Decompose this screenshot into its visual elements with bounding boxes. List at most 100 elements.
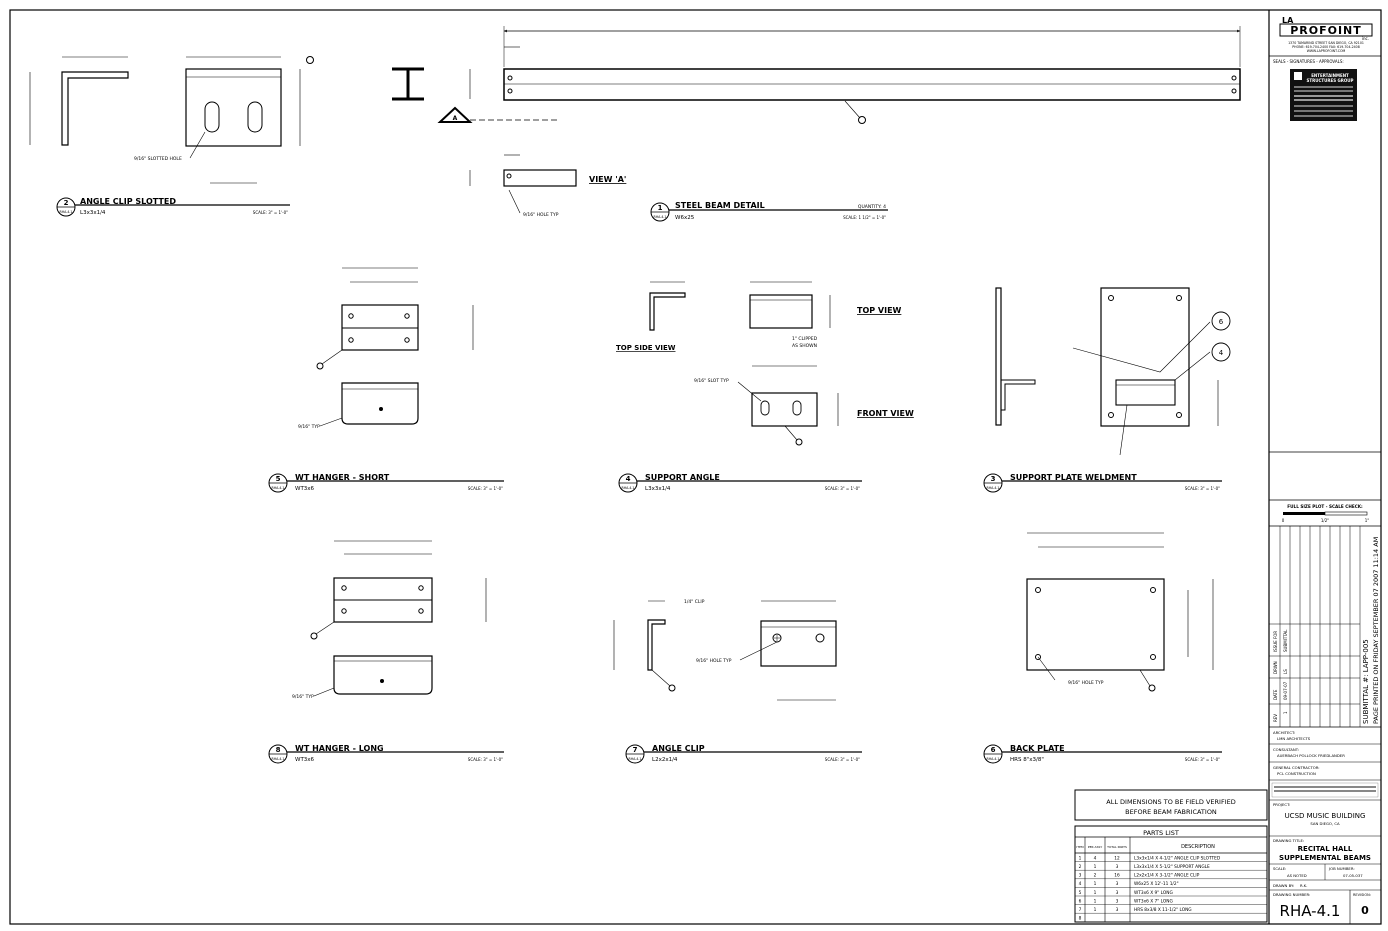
svg-text:ITEM: ITEM — [1076, 845, 1084, 849]
svg-text:SCALE: 3" = 1'-0": SCALE: 3" = 1'-0" — [1185, 757, 1220, 762]
svg-text:RHA-4.1: RHA-4.1 — [60, 210, 73, 214]
svg-text:RHA-4.1: RHA-4.1 — [987, 486, 1000, 490]
parts-row-total: 3 — [1116, 907, 1119, 913]
svg-text:SCALE: 3" = 1'-0": SCALE: 3" = 1'-0" — [468, 757, 503, 762]
parts-row-total: 12 — [1114, 855, 1120, 861]
svg-text:PER ASSY: PER ASSY — [1088, 845, 1103, 849]
parts-row-item: 6 — [1079, 898, 1082, 904]
svg-text:GENERAL CONTRACTOR:: GENERAL CONTRACTOR: — [1273, 765, 1320, 770]
svg-text:09-07-07: 09-07-07 — [1283, 681, 1288, 700]
svg-text:WT3x6: WT3x6 — [295, 757, 315, 763]
detail-7-title: ANGLE CLIP — [652, 744, 705, 753]
detail-6-number: 6 — [991, 746, 996, 754]
svg-text:RHA-4.1: RHA-4.1 — [272, 757, 285, 761]
parts-list-rows: 1 4 12 L3x3x1/4 X 4-1/2" ANGLE CLIP SLOTTED… — [1075, 855, 1267, 922]
detail-6-title: BACK PLATE — [1010, 744, 1065, 753]
drawing-title-line-1: RECITAL HALL — [1298, 845, 1353, 853]
top-side-view-drawing — [649, 292, 686, 331]
engineering-stamp: ENTERTAINMENT STRUCTURES GROUP — [1290, 69, 1357, 121]
detail-4-support-angle: TOP SIDE VIEW TOP VIEW 1" CLIPPED AS SHO… — [616, 281, 914, 493]
svg-text:9/16" HOLE TYP: 9/16" HOLE TYP — [1068, 680, 1104, 686]
clip-profile — [647, 619, 666, 671]
back-plate-drawing — [1026, 578, 1165, 671]
detail-7-number: 7 — [633, 746, 638, 754]
svg-text:DRAWING NUMBER:: DRAWING NUMBER: — [1273, 892, 1310, 897]
i-beam-section-icon — [392, 67, 424, 101]
svg-text:SCALE: 1 1/2" = 1'-0": SCALE: 1 1/2" = 1'-0" — [843, 215, 886, 220]
parts-row-description: L3x3x1/4 X 4-1/2" ANGLE CLIP SLOTTED — [1134, 855, 1221, 861]
svg-text:DRAWN BY:: DRAWN BY: — [1273, 883, 1294, 888]
svg-text:ISSUE FOR: ISSUE FOR — [1273, 631, 1278, 652]
svg-text:9/16" TYP: 9/16" TYP — [298, 424, 320, 430]
svg-text:SCALE: 3" = 1'-0": SCALE: 3" = 1'-0" — [1185, 486, 1220, 491]
svg-text:PROFOINT: PROFOINT — [1290, 24, 1362, 37]
company-logo: LA PROFOINT inc. — [1279, 16, 1373, 41]
angle-face — [185, 68, 282, 147]
svg-text:AUERBACH POLLOCK FRIEDLANDER: AUERBACH POLLOCK FRIEDLANDER — [1277, 753, 1345, 758]
svg-text:1370 TAMARIND STREET SAN DIEG: 1370 TAMARIND STREET SAN DIEGO, CA 92101 — [1288, 41, 1364, 45]
view-a-drawing — [503, 169, 577, 187]
svg-text:SUBMITTAL: SUBMITTAL — [1283, 629, 1288, 652]
svg-text:SCALE: 3" = 1'-0": SCALE: 3" = 1'-0" — [253, 210, 288, 215]
svg-text:SCALE: 3" = 1'-0": SCALE: 3" = 1'-0" — [825, 486, 860, 491]
hanger-profile — [333, 655, 433, 695]
title-block: LA PROFOINT inc. 1370 TAMARIND STREET SA… — [1269, 16, 1381, 924]
detail-7-angle-clip: 1/4" CLIP 9/16" HOLE TYP 7 RHA-4.1 ANGLE… — [613, 599, 862, 764]
svg-text:9/16" HOLE TYP: 9/16" HOLE TYP — [696, 658, 732, 664]
svg-text:SCALE: 3" = 1'-0": SCALE: 3" = 1'-0" — [825, 757, 860, 762]
svg-text:QUANTITY: 4: QUANTITY: 4 — [858, 204, 886, 210]
svg-text:DRAWING TITLE:: DRAWING TITLE: — [1273, 838, 1304, 843]
svg-text:9/16" HOLE TYP: 9/16" HOLE TYP — [523, 212, 559, 218]
field-verify-note: ALL DIMENSIONS TO BE FIELD VERIFIED BEFO… — [1074, 789, 1268, 821]
svg-text:FULL SIZE PLOT - SCALE CHECK:: FULL SIZE PLOT - SCALE CHECK: — [1287, 504, 1363, 509]
svg-text:HRS 8"x3/8": HRS 8"x3/8" — [1010, 757, 1044, 763]
parts-row-total: 3 — [1116, 890, 1119, 896]
parts-row-total: 3 — [1116, 881, 1119, 887]
detail-8-wt-hanger-long: 9/16" TYP 8 RHA-4.1 WT HANGER - LONG WT3… — [268, 540, 504, 764]
detail-1-steel-beam: A VIEW 'A' 9/16" HOLE TYP 1 RHA-4.1 STEE… — [392, 26, 1241, 222]
svg-text:L2x2x1/4: L2x2x1/4 — [652, 757, 678, 763]
svg-text:R.K.: R.K. — [1300, 883, 1307, 888]
svg-text:LA: LA — [1282, 16, 1294, 25]
svg-text:SCALE:: SCALE: — [1273, 866, 1286, 871]
detail-8-title: WT HANGER - LONG — [295, 744, 384, 753]
parts-row-per-assy: 1 — [1094, 907, 1097, 913]
svg-text:RHA-4.1: RHA-4.1 — [654, 215, 667, 219]
parts-row-per-assy: 1 — [1094, 898, 1097, 904]
top-view-drawing — [749, 294, 813, 329]
parts-row-per-assy: 1 — [1094, 881, 1097, 887]
svg-text:07-05-037: 07-05-037 — [1343, 873, 1363, 878]
angle-profile — [61, 71, 129, 146]
detail-8-number: 8 — [276, 746, 281, 754]
svg-text:PROJECT:: PROJECT: — [1273, 802, 1290, 807]
svg-text:ENTERTAINMENT: ENTERTAINMENT — [1311, 73, 1349, 78]
plate-side-view — [995, 287, 1002, 426]
parts-row-description: L2x2x1/4 X 3-1/2" ANGLE CLIP — [1134, 873, 1200, 879]
svg-text:STRUCTURES GROUP: STRUCTURES GROUP — [1307, 78, 1354, 83]
svg-text:JOB NUMBER:: JOB NUMBER: — [1328, 866, 1355, 871]
svg-text:0: 0 — [1282, 518, 1285, 523]
svg-text:RHA-4.1: RHA-4.1 — [272, 486, 285, 490]
parts-row-item: 4 — [1079, 881, 1082, 887]
svg-text:W6x25: W6x25 — [675, 215, 695, 221]
detail-3-number: 3 — [991, 475, 996, 483]
svg-text:1/4" CLIP: 1/4" CLIP — [684, 599, 705, 605]
hanger-profile — [341, 382, 419, 425]
parts-row-item: 1 — [1079, 855, 1082, 861]
plate-front-view — [1100, 287, 1190, 427]
drawing-number: RHA-4.1 — [1280, 902, 1341, 920]
svg-text:1: 1 — [1283, 711, 1288, 714]
revision-table: REV DATE DRWN ISSUE FOR 1 09-07-07 LS SU… — [1269, 525, 1381, 728]
detail-4-title: SUPPORT ANGLE — [645, 473, 720, 482]
svg-text:AS SHOWN: AS SHOWN — [792, 343, 817, 349]
svg-text:inc.: inc. — [1362, 36, 1369, 41]
detail-3-title: SUPPORT PLATE WELDMENT — [1010, 473, 1137, 482]
svg-text:REV: REV — [1273, 714, 1278, 722]
svg-text:SCALE: 3" = 1'-0": SCALE: 3" = 1'-0" — [468, 486, 503, 491]
svg-text:WWW.LAPROFOINT.COM: WWW.LAPROFOINT.COM — [1307, 49, 1346, 53]
parts-row-per-assy: 4 — [1094, 855, 1097, 861]
sheet-border — [9, 9, 1382, 925]
svg-text:1" CLIPPED: 1" CLIPPED — [792, 336, 818, 342]
detail-1-number: 1 — [658, 204, 663, 212]
front-view-label: FRONT VIEW — [857, 409, 914, 418]
